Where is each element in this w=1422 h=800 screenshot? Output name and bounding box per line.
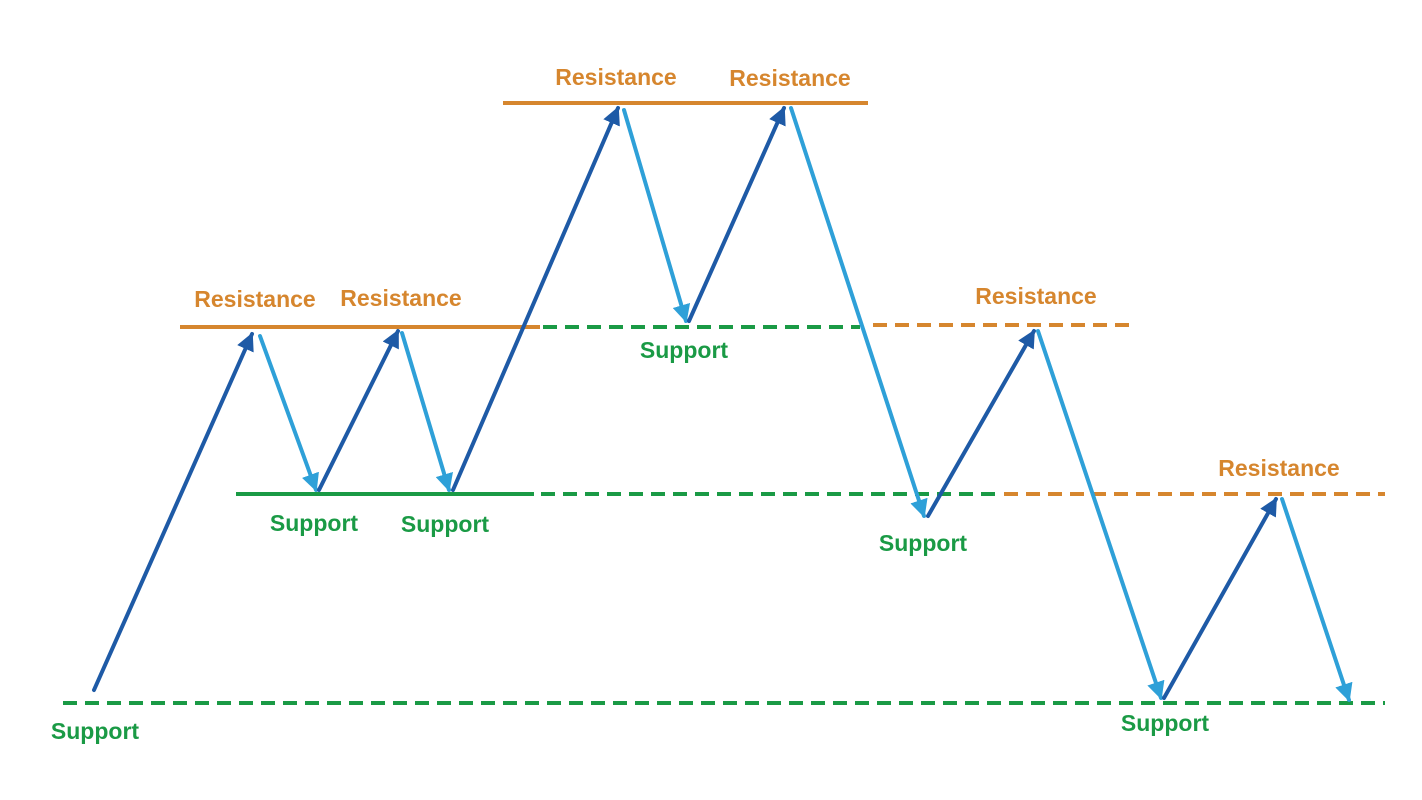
resistance-label-6: Resistance	[1218, 455, 1339, 481]
arrow-up-6	[1162, 497, 1278, 700]
resistance-label-4: Resistance	[729, 65, 850, 91]
resistance-label-3: Resistance	[555, 64, 676, 90]
support-labels: Support Support Support Support Support …	[51, 337, 1209, 744]
price-path	[92, 106, 1353, 702]
support-label-2: Support	[401, 511, 489, 537]
support-label-3: Support	[640, 337, 728, 363]
arrow-up-5	[926, 329, 1036, 518]
support-label-4: Support	[879, 530, 967, 556]
arrow-up-3	[451, 106, 620, 492]
arrow-down-4	[789, 106, 928, 518]
resistance-label-1: Resistance	[194, 286, 315, 312]
resistance-label-2: Resistance	[340, 285, 461, 311]
arrow-down-6	[1280, 497, 1353, 702]
arrow-up-1	[92, 332, 254, 692]
arrow-down-1	[258, 334, 319, 492]
arrow-down-2	[400, 331, 453, 492]
support-label-1: Support	[270, 510, 358, 536]
resistance-labels: Resistance Resistance Resistance Resista…	[194, 64, 1339, 481]
arrow-down-5	[1036, 329, 1165, 700]
resistance-label-5: Resistance	[975, 283, 1096, 309]
arrow-up-4	[687, 106, 786, 323]
support-label-6: Support	[1121, 710, 1209, 736]
levels	[63, 101, 1385, 705]
arrow-down-3	[622, 108, 691, 323]
arrow-up-2	[317, 329, 400, 492]
support-label-5: Support	[51, 718, 139, 744]
